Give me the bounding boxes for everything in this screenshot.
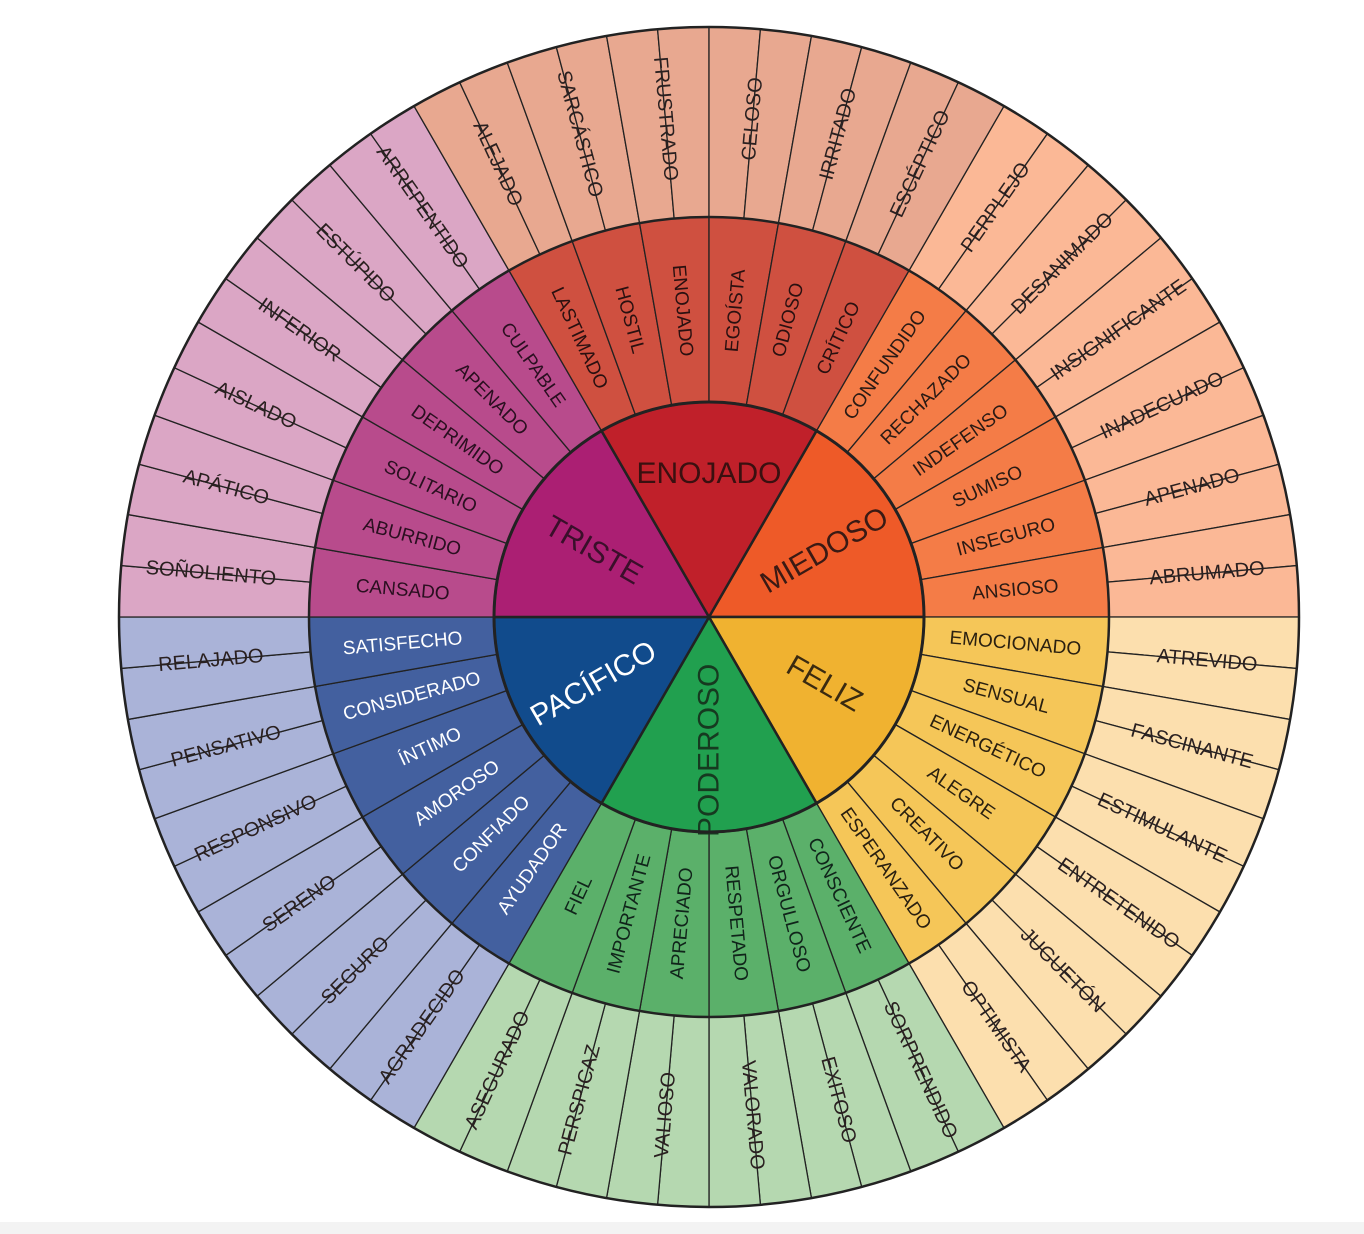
- core-label: ENOJADO: [636, 457, 781, 490]
- segment-triste: SOÑOLIENTOAPÁTICOAISLADOINFERIORESTÚPIDO…: [118, 105, 712, 619]
- ring-outline: [307, 215, 1111, 1019]
- segment-pacífico: AGRADECIDOSEGUROSERENORESPONSIVOPENSATIV…: [118, 615, 712, 1129]
- core-outline: [492, 400, 926, 834]
- core-label: PODEROSO: [693, 664, 726, 837]
- segment-miedoso: PERPLEJODESANIMADOINSIGNIFICANTEINADECUA…: [706, 105, 1300, 619]
- page-bottom-edge: [0, 1222, 1364, 1234]
- ring-outline: [117, 25, 1301, 1209]
- segment-feliz: ATREVIDOFASCINANTEESTIMULANTEENTRETENIDO…: [706, 615, 1300, 1129]
